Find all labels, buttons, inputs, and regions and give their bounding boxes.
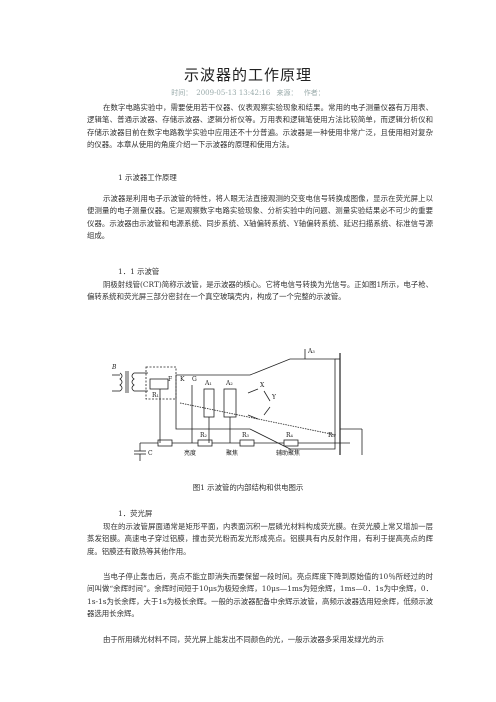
screen-paragraph: 现在的示波管屏面通常是矩形平面，内表面沉积一层磷光材料构成荧光膜。在荧光膜上常又… xyxy=(87,522,433,556)
color-paragraph: 由于所用磷光材料不同，荧光屏上能发出不同颜色的光，一般示波器多采用发绿光的示 xyxy=(103,635,384,644)
page-title: 示波器的工作原理 xyxy=(183,66,312,84)
article-meta: 时间：2009-05-13 13:42:16 来源： 作者： xyxy=(0,88,496,98)
label-f: F xyxy=(168,376,172,383)
time-label: 时间： xyxy=(171,89,193,97)
gun-housing xyxy=(145,366,177,400)
label-r4: R₄ xyxy=(286,432,294,439)
time-value: 2009-05-13 13:42:16 xyxy=(196,89,271,97)
resistor-r1 xyxy=(149,378,169,390)
label-g: G xyxy=(192,376,197,383)
crt-diagram-svg: B R₁ K F G A₁ A₂ X Y A₃ C R₂ R₃ R₄ R₅ 亮度… xyxy=(111,348,363,461)
section-1-1-paragraph: 阴极射线管(CRT)简称示波管，是示波器的核心。它将电信号转换为光信号。正如图1… xyxy=(87,280,433,302)
label-x: X xyxy=(260,382,265,389)
afterglow-paragraph: 当电子停止轰击后，亮点不能立即消失而要保留一段时间。亮点辉度下降到原始值的10％… xyxy=(87,572,433,619)
author-label: 作者： xyxy=(303,89,325,97)
label-r5: R₅ xyxy=(328,432,336,439)
section-heading-1: 1 示波器工作原理 xyxy=(118,173,177,182)
transformer-primary-coil xyxy=(119,372,123,392)
anode-a1 xyxy=(203,388,215,418)
label-b: B xyxy=(111,364,117,371)
label-c: C xyxy=(148,450,153,457)
electron-beam xyxy=(179,402,337,436)
label-brightness: 亮度 xyxy=(184,449,196,457)
crt-envelope xyxy=(175,358,336,450)
section-heading-1-1: 1．1 示波管 xyxy=(118,267,160,276)
subsection-heading-screen: 1．荧光屏 xyxy=(118,509,153,518)
label-r3: R₃ xyxy=(242,432,250,439)
label-aux-focus: 辅助聚焦 xyxy=(276,449,300,457)
source-label: 来源： xyxy=(276,89,298,97)
label-r2: R₂ xyxy=(200,432,208,439)
section-1-paragraph: 示波器是利用电子示波管的特性，将人眼无法直接观测的交变电信号转换成图像，显示在荧… xyxy=(87,194,433,241)
crt-diagram: B R₁ K F G A₁ A₂ X Y A₃ C R₂ R₃ R₄ R₅ 亮度… xyxy=(100,345,390,465)
label-focus: 聚焦 xyxy=(226,449,238,457)
figure-caption: 图1 示波管的内部结构和供电图示 xyxy=(192,483,304,492)
intro-paragraph: 在数字电路实验中，需要使用若干仪器、仪表观察实验现象和结果。常用的电子测量仪器有… xyxy=(87,103,433,150)
anode-a2 xyxy=(223,388,237,418)
label-a3: A₃ xyxy=(307,348,315,355)
label-r1: R₁ xyxy=(152,392,159,399)
label-k: K xyxy=(180,376,185,383)
label-a2: A₂ xyxy=(225,380,233,387)
label-y: Y xyxy=(271,394,277,401)
label-a1: A₁ xyxy=(204,380,212,387)
